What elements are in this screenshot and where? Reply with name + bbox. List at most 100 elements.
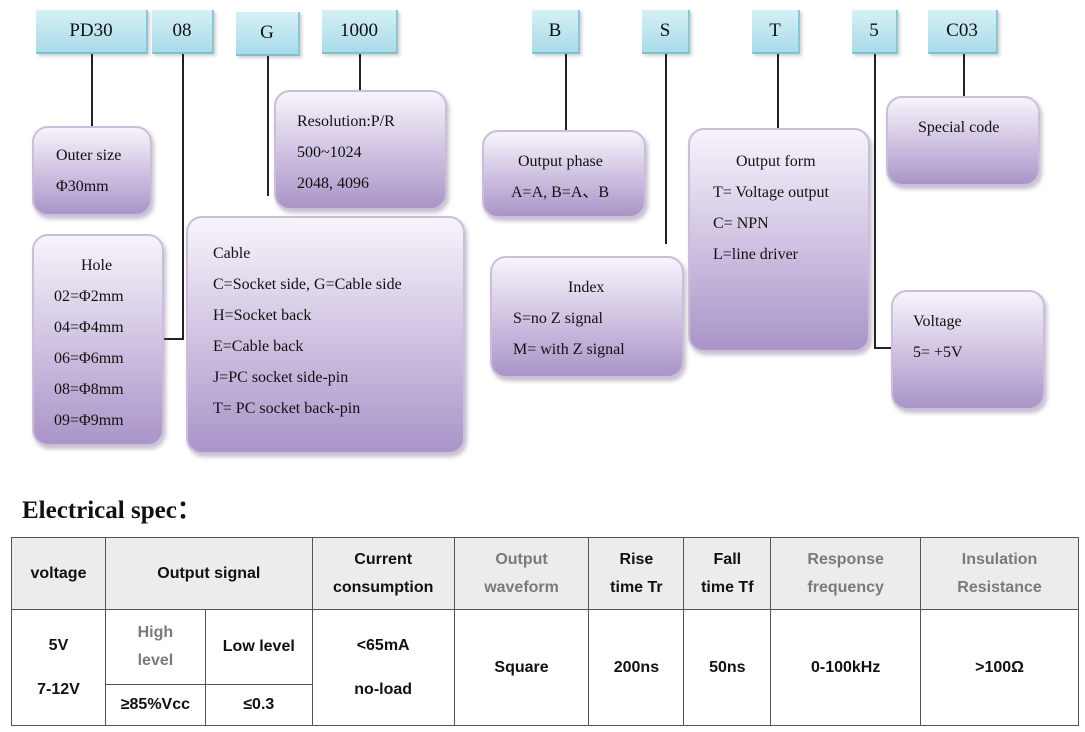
header-insulation: Insulation Resistance <box>920 537 1079 610</box>
code-tag-index: S <box>642 10 690 54</box>
header-output-signal: Output signal <box>104 537 313 610</box>
header-current: Current consumption <box>311 537 455 610</box>
cell-high-value: ≥85%Vcc <box>104 684 206 726</box>
hole-item: 06=Φ6mm <box>54 350 124 367</box>
output-phase-title: Output phase <box>518 153 603 170</box>
connector-line <box>874 347 894 349</box>
header-waveform-line: Output <box>495 550 548 568</box>
cell-insulation: >100Ω <box>920 609 1079 726</box>
cell-rise: 200ns <box>588 609 685 726</box>
code-tag-output-form: T <box>752 10 800 54</box>
resolution-item: 500~1024 <box>297 144 362 161</box>
header-fall: Fall time Tf <box>683 537 772 610</box>
resolution-title: Resolution:P/R <box>297 113 395 130</box>
cell-voltage: 5V 7-12V <box>11 609 106 726</box>
connector-line <box>182 54 184 340</box>
electrical-spec-table: voltage Output signal Current consumptio… <box>11 537 1079 726</box>
connector-line <box>874 54 876 348</box>
header-insulation-line: Insulation <box>961 550 1038 568</box>
voltage-box: Voltage 5= +5V <box>891 290 1045 410</box>
cell-fall: 50ns <box>683 609 772 726</box>
hole-box: Hole 02=Φ2mm 04=Φ4mm 06=Φ6mm 08=Φ8mm 09=… <box>32 234 164 446</box>
index-item: S=no Z signal <box>513 310 603 327</box>
connector-line <box>163 338 184 340</box>
connector-line <box>777 54 779 130</box>
hole-item: 04=Φ4mm <box>54 319 124 336</box>
table-header-row: voltage Output signal Current consumptio… <box>11 537 1079 610</box>
electrical-spec-title: Electrical spec： <box>22 497 202 524</box>
cell-low-level: Low level <box>204 609 313 685</box>
code-tag-resolution: 1000 <box>322 10 398 54</box>
cell-high-level: High level <box>104 609 206 685</box>
code-tag-model: PD30 <box>36 10 148 54</box>
cell-voltage-line: 7-12V <box>37 680 80 698</box>
connector-line <box>963 54 965 98</box>
header-fall-line: Fall <box>713 550 742 568</box>
voltage-title: Voltage <box>913 313 962 330</box>
cell-waveform: Square <box>453 609 590 726</box>
special-code-box: Special code <box>886 96 1040 186</box>
table-row: ≥85%Vcc ≤0.3 <box>12 684 1079 726</box>
connector-line <box>359 54 361 92</box>
header-rise-line: time Tr <box>610 578 663 596</box>
cell-low-value: ≤0.3 <box>204 684 313 726</box>
index-title: Index <box>568 279 605 296</box>
code-tag-hole: 08 <box>152 10 214 54</box>
outer-size-box: Outer size Φ30mm <box>32 126 152 216</box>
cell-current: <65mA no-load <box>311 609 455 726</box>
connector-line <box>565 54 567 132</box>
hole-item: 09=Φ9mm <box>54 412 124 429</box>
index-item: M= with Z signal <box>513 341 625 358</box>
output-phase-box: Output phase A=A, B=A、B <box>482 130 646 218</box>
connector-line <box>267 56 269 196</box>
output-form-title: Output form <box>736 153 816 170</box>
output-form-item: C= NPN <box>713 215 769 232</box>
connector-line <box>665 54 667 244</box>
header-response-line: frequency <box>807 578 884 596</box>
header-fall-line: time Tf <box>701 578 754 596</box>
special-code-title: Special code <box>918 119 1000 136</box>
outer-size-value: Φ30mm <box>56 178 109 195</box>
code-tag-cable: G <box>236 12 300 56</box>
table-row: 5V 7-12V High level Low level <65mA no-l… <box>11 609 1079 726</box>
header-response-line: Response <box>807 550 884 568</box>
header-waveform-line: waveform <box>484 578 559 596</box>
cable-item: C=Socket side, G=Cable side <box>213 276 402 293</box>
hole-item: 08=Φ8mm <box>54 381 124 398</box>
resolution-box: Resolution:P/R 500~1024 2048, 4096 <box>274 90 447 210</box>
output-form-box: Output form T= Voltage output C= NPN L=l… <box>688 128 870 352</box>
header-waveform: Output waveform <box>453 537 590 610</box>
output-phase-value: A=A, B=A、B <box>511 184 610 201</box>
header-insulation-line: Resistance <box>957 578 1042 596</box>
cell-voltage-line: 5V <box>48 636 69 654</box>
output-form-item: T= Voltage output <box>713 184 829 201</box>
header-voltage: voltage <box>11 537 106 610</box>
voltage-value: 5= +5V <box>913 344 963 361</box>
cell-response: 0-100kHz <box>770 609 922 726</box>
cell-high-level-line: High <box>137 624 174 641</box>
cell-current-line: no-load <box>354 680 413 698</box>
connector-line <box>91 54 93 126</box>
header-current-line: consumption <box>332 578 434 596</box>
cable-item: T= PC socket back-pin <box>213 400 361 417</box>
cell-high-level-line: level <box>137 652 174 669</box>
header-response: Response frequency <box>770 537 922 610</box>
cell-current-line: <65mA <box>356 636 410 654</box>
cable-box: Cable C=Socket side, G=Cable side H=Sock… <box>186 216 465 454</box>
outer-size-title: Outer size <box>56 147 122 164</box>
index-box: Index S=no Z signal M= with Z signal <box>490 256 684 378</box>
header-current-line: Current <box>354 550 413 568</box>
resolution-item: 2048, 4096 <box>297 175 369 192</box>
cable-item: J=PC socket side-pin <box>213 369 349 386</box>
cable-item: E=Cable back <box>213 338 304 355</box>
header-rise: Rise time Tr <box>588 537 685 610</box>
code-tag-voltage: 5 <box>852 10 898 54</box>
output-form-item: L=line driver <box>713 246 798 263</box>
cable-title: Cable <box>213 245 251 262</box>
header-rise-line: Rise <box>619 550 654 568</box>
code-tag-output-phase: B <box>532 10 580 54</box>
hole-item: 02=Φ2mm <box>54 288 124 305</box>
cable-item: H=Socket back <box>213 307 312 324</box>
code-tag-special: C03 <box>928 10 998 54</box>
hole-title: Hole <box>81 257 113 274</box>
